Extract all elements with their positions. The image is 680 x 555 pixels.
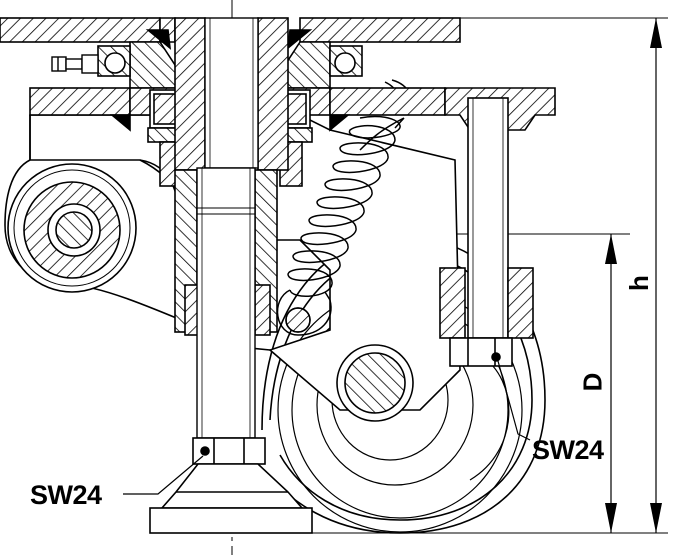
levelling-spindle [196,17,259,439]
leader-sw24-left [123,455,204,495]
top-mounting-plate [0,17,461,43]
king-pin [174,17,289,336]
levelling-foot-pad [149,463,313,534]
locking-bolt [439,97,534,367]
dimension-label-d: D [577,372,608,392]
label-sw24-bolt-nut: SW24 [532,435,604,465]
left-axle-boss [7,163,137,293]
label-sw24-foot-nut: SW24 [30,480,102,510]
leader-lines [123,360,531,495]
wheel-axle [336,344,414,422]
foot-hex-nut [192,437,266,465]
dimension-h [440,17,668,533]
leader-sw24-right [497,360,531,441]
dimension-label-h: h [623,275,654,291]
grease-nipple [51,54,99,74]
